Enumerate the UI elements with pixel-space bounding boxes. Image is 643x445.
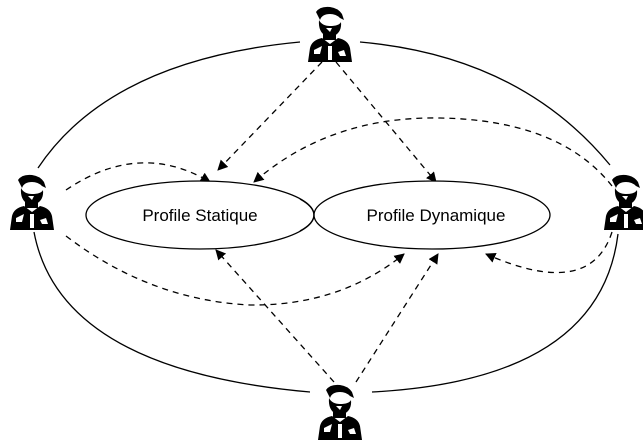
edge-top-to-statique [217, 61, 323, 171]
edge-bottom-to-statique [215, 249, 335, 383]
user-icon [10, 174, 54, 230]
outer-ring-arc-bottom-left [33, 231, 311, 393]
edge-left-to-dynamique [65, 235, 405, 306]
edge-right-to-dynamique [485, 231, 613, 274]
user-icon [308, 6, 352, 62]
outer-ring-arc-top-left [37, 41, 301, 169]
profile-dynamique-label: Profile Dynamique [367, 206, 506, 225]
edge-bottom-to-dynamique [355, 253, 439, 383]
outer-ring [33, 41, 619, 393]
edges [65, 61, 613, 383]
outer-ring-arc-top-right [359, 41, 611, 166]
outer-ring-arc-bottom-right [371, 233, 619, 393]
user-icon [318, 384, 362, 440]
edge-left-to-statique [65, 162, 211, 191]
profile-statique-label: Profile Statique [142, 206, 257, 225]
edge-right-to-statique [253, 117, 613, 187]
